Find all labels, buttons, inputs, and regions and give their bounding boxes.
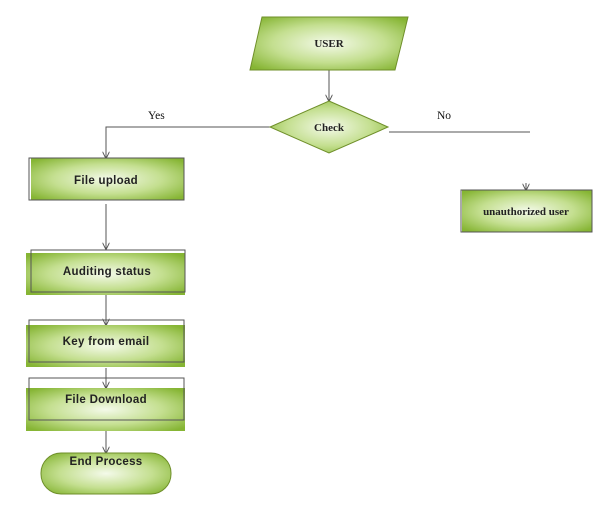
node-end-label: End Process	[70, 456, 143, 468]
node-key-email-label: Key from email	[63, 336, 150, 348]
node-file-download-label: File Download	[65, 394, 147, 406]
node-end: End Process	[40, 452, 172, 495]
node-user: USER	[249, 16, 409, 71]
node-check-label: Check	[314, 122, 345, 134]
node-unauthorized-label: unauthorized user	[483, 206, 569, 218]
node-auditing: Auditing status	[26, 249, 186, 295]
node-file-upload-label: File upload	[74, 175, 138, 187]
connectors	[106, 70, 530, 453]
node-user-label: USER	[314, 38, 344, 50]
node-check: Check	[268, 100, 390, 154]
node-unauthorized: unauthorized user	[460, 189, 593, 233]
node-auditing-label: Auditing status	[63, 266, 151, 278]
node-file-download: File Download	[26, 377, 185, 431]
edge-label-no: No	[437, 110, 451, 122]
node-file-upload: File upload	[28, 157, 185, 201]
edge-label-yes: Yes	[148, 110, 165, 122]
node-key-email: Key from email	[26, 319, 185, 367]
edge-check-yes	[106, 126, 271, 158]
